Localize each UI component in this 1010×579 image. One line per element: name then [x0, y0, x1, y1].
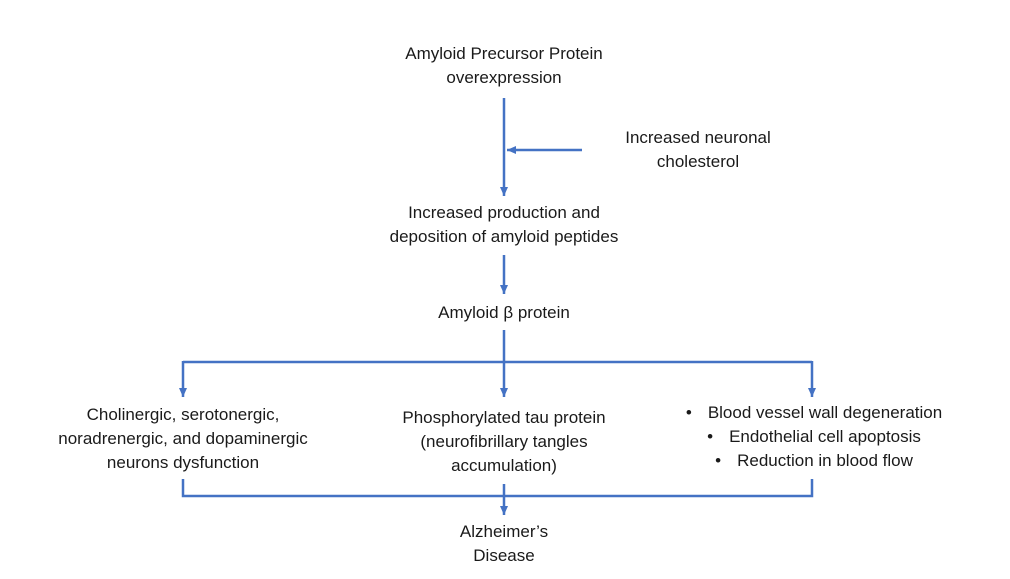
node-app-overexpression: Amyloid Precursor Protein overexpression: [354, 42, 654, 90]
node-amyloid-beta: Amyloid β protein: [384, 301, 624, 325]
node-text-line: Phosphorylated tau protein: [402, 408, 606, 427]
connector-collector-bar: [181, 479, 814, 498]
bullet-icon: •: [715, 451, 722, 470]
node-text-line: Amyloid Precursor Protein: [405, 44, 603, 63]
node-text-line: Amyloid β protein: [438, 303, 570, 322]
node-amyloid-production: Increased production and deposition of a…: [334, 201, 674, 249]
node-neuronal-cholesterol: Increased neuronal cholesterol: [588, 126, 808, 174]
node-text-line: Disease: [473, 546, 535, 565]
node-text-line: deposition of amyloid peptides: [389, 227, 619, 246]
bullet-item: • Blood vessel wall degeneration: [664, 401, 964, 425]
bullet-icon: •: [685, 403, 692, 422]
bullet-text: Endothelial cell apoptosis: [729, 427, 921, 446]
node-text-line: Alzheimer’s: [459, 522, 549, 541]
bullet-icon: •: [707, 427, 714, 446]
bullet-text: Reduction in blood flow: [737, 451, 913, 470]
bullet-text: Blood vessel wall degeneration: [707, 403, 943, 422]
node-text-line: neurons dysfunction: [106, 453, 260, 472]
bullet-item: • Endothelial cell apoptosis: [664, 425, 964, 449]
node-text-line: Increased production and: [408, 203, 600, 222]
node-text-line: cholesterol: [656, 152, 740, 171]
node-neuron-dysfunction: Cholinergic, serotonergic, noradrenergic…: [43, 403, 323, 475]
node-text-line: Cholinergic, serotonergic,: [86, 405, 280, 424]
bullet-item: • Reduction in blood flow: [664, 449, 964, 473]
node-text-line: Increased neuronal: [625, 128, 771, 147]
node-alzheimers-disease: Alzheimer’s Disease: [404, 520, 604, 568]
node-text-line: noradrenergic, and dopaminergic: [58, 429, 308, 448]
node-vascular-effects: • Blood vessel wall degeneration • Endothe…: [664, 401, 964, 473]
node-text-line: overexpression: [446, 68, 562, 87]
node-text-line: (neurofibrillary tangles: [420, 432, 588, 451]
node-tau-protein: Phosphorylated tau protein (neurofibrill…: [369, 406, 639, 478]
node-text-line: accumulation): [451, 456, 557, 475]
